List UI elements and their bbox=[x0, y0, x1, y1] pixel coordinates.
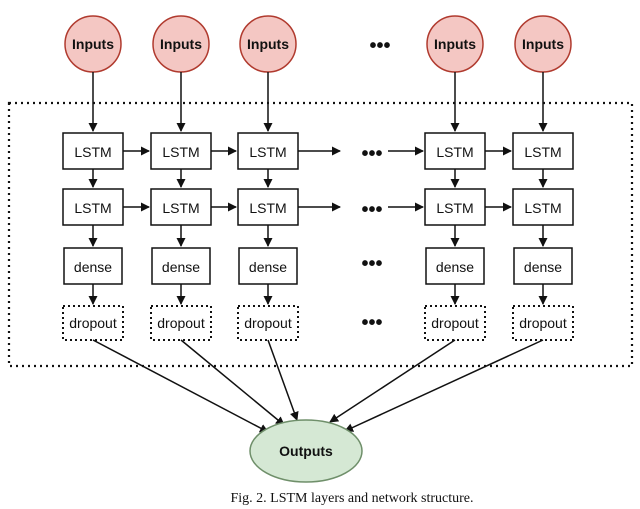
input-node-2: Inputs bbox=[152, 15, 210, 73]
dropout-to-output-arrows bbox=[92, 339, 544, 433]
lstm-cell: LSTM bbox=[512, 132, 574, 170]
dense-cell: dense bbox=[151, 247, 211, 285]
dense-cell: dense bbox=[425, 247, 485, 285]
dropout-cell-label: dropout bbox=[157, 315, 205, 331]
dropout-cell: dropout bbox=[424, 305, 486, 341]
lstm-cell-label: LSTM bbox=[74, 200, 111, 216]
dense-cell-label: dense bbox=[74, 259, 112, 275]
dense-cell-label: dense bbox=[162, 259, 200, 275]
dense-cell-label: dense bbox=[436, 259, 474, 275]
dropout-row-ellipsis: ••• bbox=[361, 312, 382, 334]
dropout-cell-label: dropout bbox=[244, 315, 292, 331]
dense-layer: dense dense dense ••• dense dense bbox=[63, 247, 573, 285]
output-node-label: Outputs bbox=[279, 443, 333, 459]
lstm-row-1-ellipsis: ••• bbox=[361, 143, 382, 165]
lstm-layer-1: LSTM LSTM LSTM ••• LSTM LSTM bbox=[62, 132, 574, 170]
input-node-4-label: Inputs bbox=[434, 36, 476, 52]
lstm-stack-arrows bbox=[88, 169, 548, 188]
lstm-cell: LSTM bbox=[62, 132, 124, 170]
input-node-5: Inputs bbox=[514, 15, 572, 73]
input-arrows bbox=[88, 72, 548, 132]
lstm-cell-label: LSTM bbox=[162, 144, 199, 160]
dense-cell: dense bbox=[513, 247, 573, 285]
dense-to-dropout-arrows bbox=[88, 284, 548, 305]
dropout-cell: dropout bbox=[512, 305, 574, 341]
dropout-layer: dropout dropout dropout ••• dropout drop… bbox=[62, 305, 574, 341]
dense-row-ellipsis: ••• bbox=[361, 253, 382, 275]
lstm-cell-label: LSTM bbox=[249, 144, 286, 160]
lstm-cell-label: LSTM bbox=[74, 144, 111, 160]
dropout-cell: dropout bbox=[150, 305, 212, 341]
lstm-row-2-ellipsis: ••• bbox=[361, 199, 382, 221]
input-node-3: Inputs bbox=[239, 15, 297, 73]
lstm-cell-label: LSTM bbox=[524, 200, 561, 216]
dropout-cell: dropout bbox=[62, 305, 124, 341]
dropout-cell-label: dropout bbox=[431, 315, 479, 331]
lstm-layer-2: LSTM LSTM LSTM ••• LSTM LSTM bbox=[62, 188, 574, 226]
lstm-cell-label: LSTM bbox=[436, 144, 473, 160]
lstm-to-dense-arrows bbox=[88, 225, 548, 247]
input-node-5-label: Inputs bbox=[522, 36, 564, 52]
dense-cell: dense bbox=[63, 247, 123, 285]
dropout-cell-label: dropout bbox=[519, 315, 567, 331]
lstm-cell-label: LSTM bbox=[162, 200, 199, 216]
lstm-cell-label: LSTM bbox=[436, 200, 473, 216]
dense-cell: dense bbox=[238, 247, 298, 285]
lstm-cell: LSTM bbox=[237, 188, 299, 226]
lstm-cell: LSTM bbox=[512, 188, 574, 226]
input-node-1: Inputs bbox=[64, 15, 122, 73]
input-node-4: Inputs bbox=[426, 15, 484, 73]
input-ellipsis: ••• bbox=[369, 35, 390, 57]
lstm-cell: LSTM bbox=[150, 188, 212, 226]
output-node: Outputs bbox=[249, 419, 363, 483]
input-node-3-label: Inputs bbox=[247, 36, 289, 52]
dropout-cell: dropout bbox=[237, 305, 299, 341]
input-node-2-label: Inputs bbox=[160, 36, 202, 52]
dense-cell-label: dense bbox=[249, 259, 287, 275]
lstm-cell: LSTM bbox=[424, 188, 486, 226]
figure-caption: Fig. 2. LSTM layers and network structur… bbox=[230, 491, 473, 506]
dense-cell-label: dense bbox=[524, 259, 562, 275]
lstm-cell: LSTM bbox=[62, 188, 124, 226]
input-node-1-label: Inputs bbox=[72, 36, 114, 52]
lstm-cell-label: LSTM bbox=[524, 144, 561, 160]
lstm-cell-label: LSTM bbox=[249, 200, 286, 216]
lstm-cell: LSTM bbox=[424, 132, 486, 170]
lstm-cell: LSTM bbox=[150, 132, 212, 170]
dropout-cell-label: dropout bbox=[69, 315, 117, 331]
lstm-cell: LSTM bbox=[237, 132, 299, 170]
